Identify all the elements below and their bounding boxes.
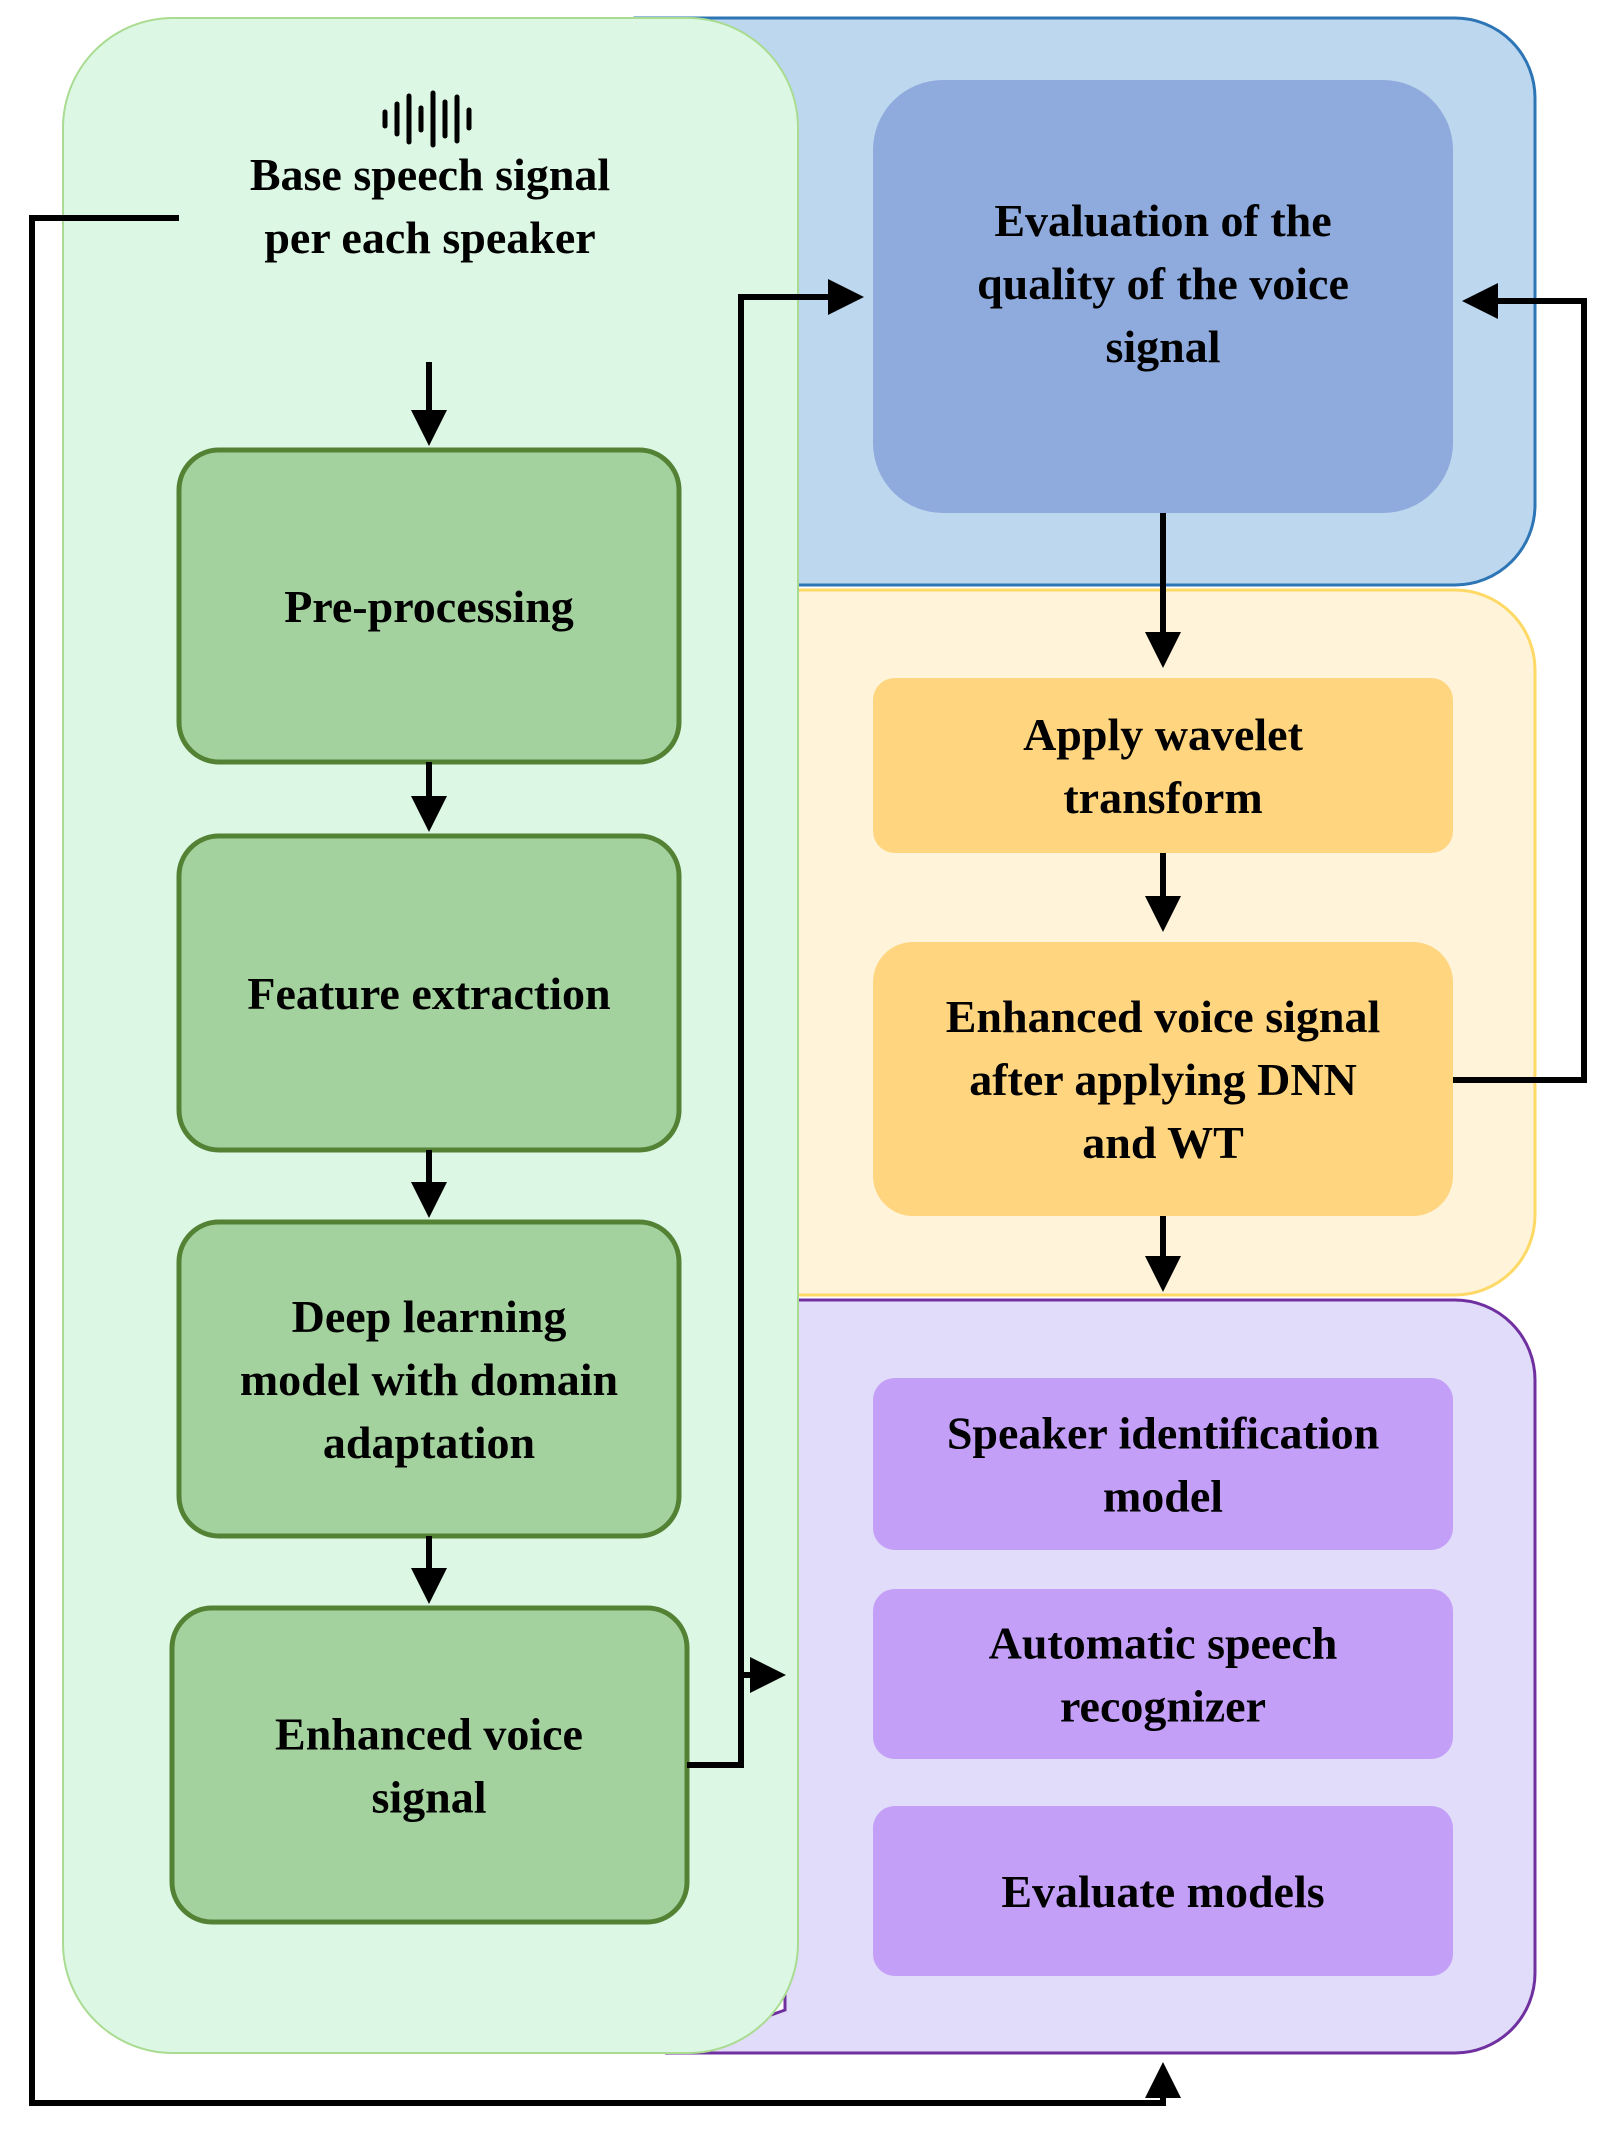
speaker-identification-box: Speaker identification model (873, 1378, 1453, 1550)
evaluation-label: Evaluation of the quality of the voice sig… (977, 195, 1349, 372)
label-line: Enhanced voice signal (946, 991, 1381, 1042)
enhanced-voice-box-shape (169, 1605, 690, 1925)
feature-extraction-box: Feature extraction (176, 833, 682, 1153)
enhanced-dnn-wt-box-label: Enhanced voice signal after applying DNN a… (946, 991, 1381, 1168)
label-line: adaptation (323, 1417, 535, 1468)
label-line: Evaluation of the (994, 195, 1331, 246)
label-line: Base speech signal (250, 149, 610, 200)
label-line: transform (1063, 772, 1262, 823)
speaker-identification-box-label: Speaker identification model (947, 1408, 1379, 1522)
apply-wavelet-box: Apply wavelet transform (873, 678, 1453, 853)
label-line: model with domain (240, 1354, 618, 1405)
enhanced-voice-box-label: Enhanced voice signal (275, 1709, 583, 1823)
preprocessing-box-label: Pre-processing (284, 581, 574, 632)
feature-extraction-box-label: Feature extraction (247, 968, 610, 1019)
arrow-enhanced-to-evaluation (687, 279, 864, 1768)
label-line: Speaker identification (947, 1408, 1379, 1459)
label-line: Enhanced voice (275, 1709, 583, 1760)
label-line: signal (1105, 321, 1220, 372)
arrow-source-to-downstream-bottom (29, 215, 1181, 2106)
arrow-enhanced-dnn-to-evaluation (1453, 283, 1587, 1083)
sound-wave-icon (382, 90, 472, 148)
label-line: and WT (1082, 1117, 1244, 1168)
source-label: Base speech signal per each speaker (250, 149, 610, 263)
apply-wavelet-box-shape (873, 678, 1453, 853)
deep-learning-box: Deep learning model with domain adaptation (176, 1219, 682, 1539)
label-line: Deep learning (292, 1291, 567, 1342)
speaker-identification-box-shape (873, 1378, 1453, 1550)
label-line: model (1103, 1471, 1223, 1522)
enhanced-dnn-wt-box-shape (873, 942, 1453, 1216)
label-line: Pre-processing (284, 581, 574, 632)
apply-wavelet-box-label: Apply wavelet transform (1023, 709, 1304, 823)
enhanced-voice-box: Enhanced voice signal (169, 1605, 690, 1925)
speech-recognizer-box-shape (873, 1589, 1453, 1759)
evaluation-box (873, 80, 1453, 513)
label-line: Apply wavelet (1023, 709, 1304, 760)
label-line: Feature extraction (247, 968, 610, 1019)
evaluate-models-box-label: Evaluate models (1001, 1866, 1324, 1917)
label-line: Evaluate models (1001, 1866, 1324, 1917)
label-line: recognizer (1060, 1681, 1266, 1732)
label-line: Automatic speech (989, 1618, 1338, 1669)
preprocessing-box: Pre-processing (176, 447, 682, 765)
evaluate-models-box-shape (873, 1806, 1453, 1976)
enhanced-dnn-wt-box: Enhanced voice signal after applying DNN a… (873, 942, 1453, 1216)
label-line: after applying DNN (969, 1054, 1357, 1105)
speech-recognizer-box: Automatic speech recognizer (873, 1589, 1453, 1759)
label-line: per each speaker (264, 212, 595, 263)
label-line: quality of the voice (977, 258, 1349, 309)
deep-learning-box-label: Deep learning model with domain adaptation (240, 1291, 618, 1468)
speech-recognizer-box-label: Automatic speech recognizer (989, 1618, 1338, 1732)
label-line: signal (371, 1772, 486, 1823)
evaluate-models-box: Evaluate models (873, 1806, 1453, 1976)
